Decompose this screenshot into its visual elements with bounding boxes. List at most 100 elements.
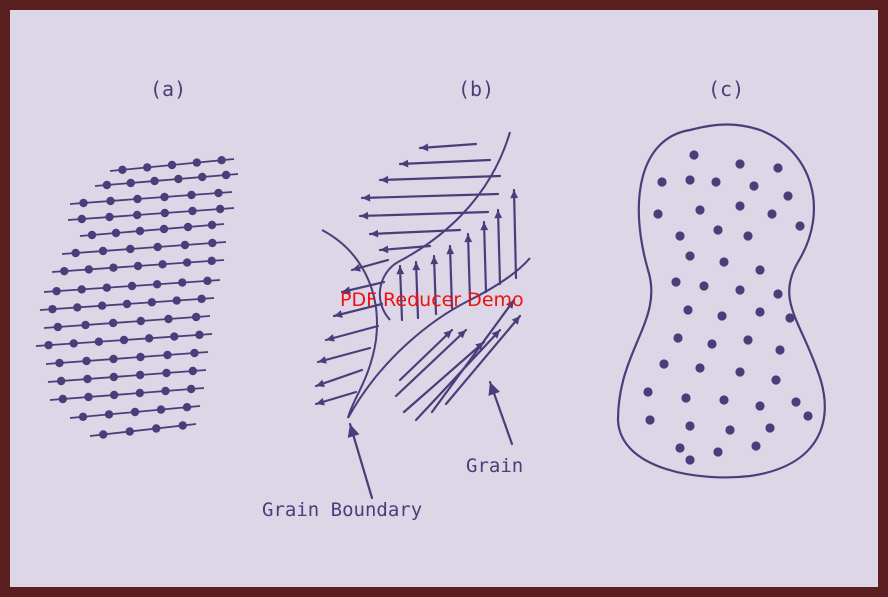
grain-arrow-diagonal-left <box>326 326 378 342</box>
amorphous-atom <box>717 311 726 320</box>
amorphous-atom <box>713 225 722 234</box>
amorphous-atom <box>695 363 704 372</box>
grain-arrow-diagonal-right <box>446 316 520 404</box>
lattice-atom <box>112 229 120 237</box>
lattice-atom <box>173 296 181 304</box>
grain-arrow-horizontal <box>370 230 460 238</box>
lattice-atom <box>106 197 114 205</box>
lattice-atom <box>198 173 206 181</box>
lattice-atom <box>78 215 86 223</box>
lattice-atom <box>160 193 168 201</box>
lattice-row <box>90 421 196 438</box>
lattice-atom <box>153 243 161 251</box>
lattice-atom <box>145 334 153 342</box>
lattice-atom <box>137 317 145 325</box>
amorphous-atom <box>795 221 804 230</box>
watermark-text: PDF Reducer Demo <box>340 289 524 311</box>
lattice-atom <box>118 166 126 174</box>
amorphous-atom <box>771 375 780 384</box>
lattice-atom <box>150 177 158 185</box>
lattice-atom <box>109 319 117 327</box>
lattice-atom <box>189 367 197 375</box>
lattice-atom <box>134 262 142 270</box>
amorphous-atom <box>653 209 662 218</box>
lattice-atom <box>44 341 52 349</box>
lattice-atom <box>82 357 90 365</box>
grain-arrow-horizontal <box>360 212 488 220</box>
panel-b-label: (b) <box>458 77 494 101</box>
lattice-row <box>44 313 210 331</box>
lattice-atom <box>187 191 195 199</box>
lattice-atom <box>179 421 187 429</box>
grain-label: Grain <box>466 455 523 477</box>
lattice-atom <box>164 315 172 323</box>
lattice-atom <box>54 323 62 331</box>
grain-arrow-horizontal-head <box>380 245 388 253</box>
grain-arrow-horizontal-shaft <box>360 212 488 216</box>
lattice-row <box>50 385 204 403</box>
grain-arrow-vertical <box>480 222 488 292</box>
lattice-line <box>50 388 204 400</box>
grain-arrow-vertical-head <box>412 262 420 270</box>
panel-a-crystalline-lattice <box>36 156 238 439</box>
lattice-atom <box>103 181 111 189</box>
panel-c-label: (c) <box>708 77 744 101</box>
grain-arrow-horizontal-shaft <box>400 160 490 164</box>
grain-arrow-diagonal-right-shaft <box>446 316 520 404</box>
amorphous-atom <box>657 177 666 186</box>
lattice-row <box>62 239 226 257</box>
amorphous-atom <box>683 305 692 314</box>
amorphous-atom <box>699 281 708 290</box>
lattice-atom <box>163 351 171 359</box>
grain-boundary-label: Grain Boundary <box>262 499 422 521</box>
lattice-atom <box>214 189 222 197</box>
grain-arrow-diagonal-left-head <box>316 380 325 387</box>
lattice-line <box>70 192 232 204</box>
lattice-atom <box>95 338 103 346</box>
amorphous-atom <box>751 441 760 450</box>
lattice-atom <box>131 408 139 416</box>
lattice-atom <box>52 287 60 295</box>
grain-arrow-vertical-head <box>510 190 518 198</box>
grain-arrow-horizontal <box>380 245 430 253</box>
lattice-atom <box>152 424 160 432</box>
grain-arrow-diagonal-right <box>432 300 514 412</box>
lattice-atom <box>99 247 107 255</box>
lattice-atom <box>79 199 87 207</box>
amorphous-atom <box>725 425 734 434</box>
lattice-atom <box>105 410 113 418</box>
amorphous-atom <box>735 201 744 210</box>
lattice-atom <box>79 413 87 421</box>
lattice-atom <box>157 405 165 413</box>
grain-arrow-horizontal <box>420 144 476 152</box>
amorphous-atom <box>743 335 752 344</box>
amorphous-atom <box>773 289 782 298</box>
grain-arrow-vertical-shaft <box>498 210 500 284</box>
grain-arrow-diagonal-right-shaft <box>400 330 452 380</box>
lattice-row <box>40 295 214 314</box>
grain-arrow-horizontal-head <box>400 160 408 168</box>
amorphous-atom <box>707 339 716 348</box>
grain-arrow-horizontal <box>400 160 490 168</box>
panel-a-label: (a) <box>150 77 186 101</box>
lattice-line <box>44 316 210 328</box>
lattice-atom <box>70 339 78 347</box>
amorphous-atom <box>735 159 744 168</box>
grain-arrow-diagonal-left <box>316 370 362 387</box>
lattice-line <box>80 224 224 236</box>
lattice-atom <box>222 171 230 179</box>
lattice-atom <box>183 403 191 411</box>
lattice-row <box>68 205 234 223</box>
lattice-atom <box>143 163 151 171</box>
amorphous-atom <box>773 163 782 172</box>
lattice-row <box>52 257 224 276</box>
lattice-atom <box>162 369 170 377</box>
lattice-atom <box>190 349 198 357</box>
grain-arrow-vertical <box>494 210 502 284</box>
grain-arrow-diagonal-left <box>316 392 356 405</box>
amorphous-atom <box>749 181 758 190</box>
lattice-atom <box>88 231 96 239</box>
lattice-row <box>44 277 220 296</box>
lattice-atom <box>217 156 225 164</box>
grain-arrow-horizontal <box>380 176 500 184</box>
